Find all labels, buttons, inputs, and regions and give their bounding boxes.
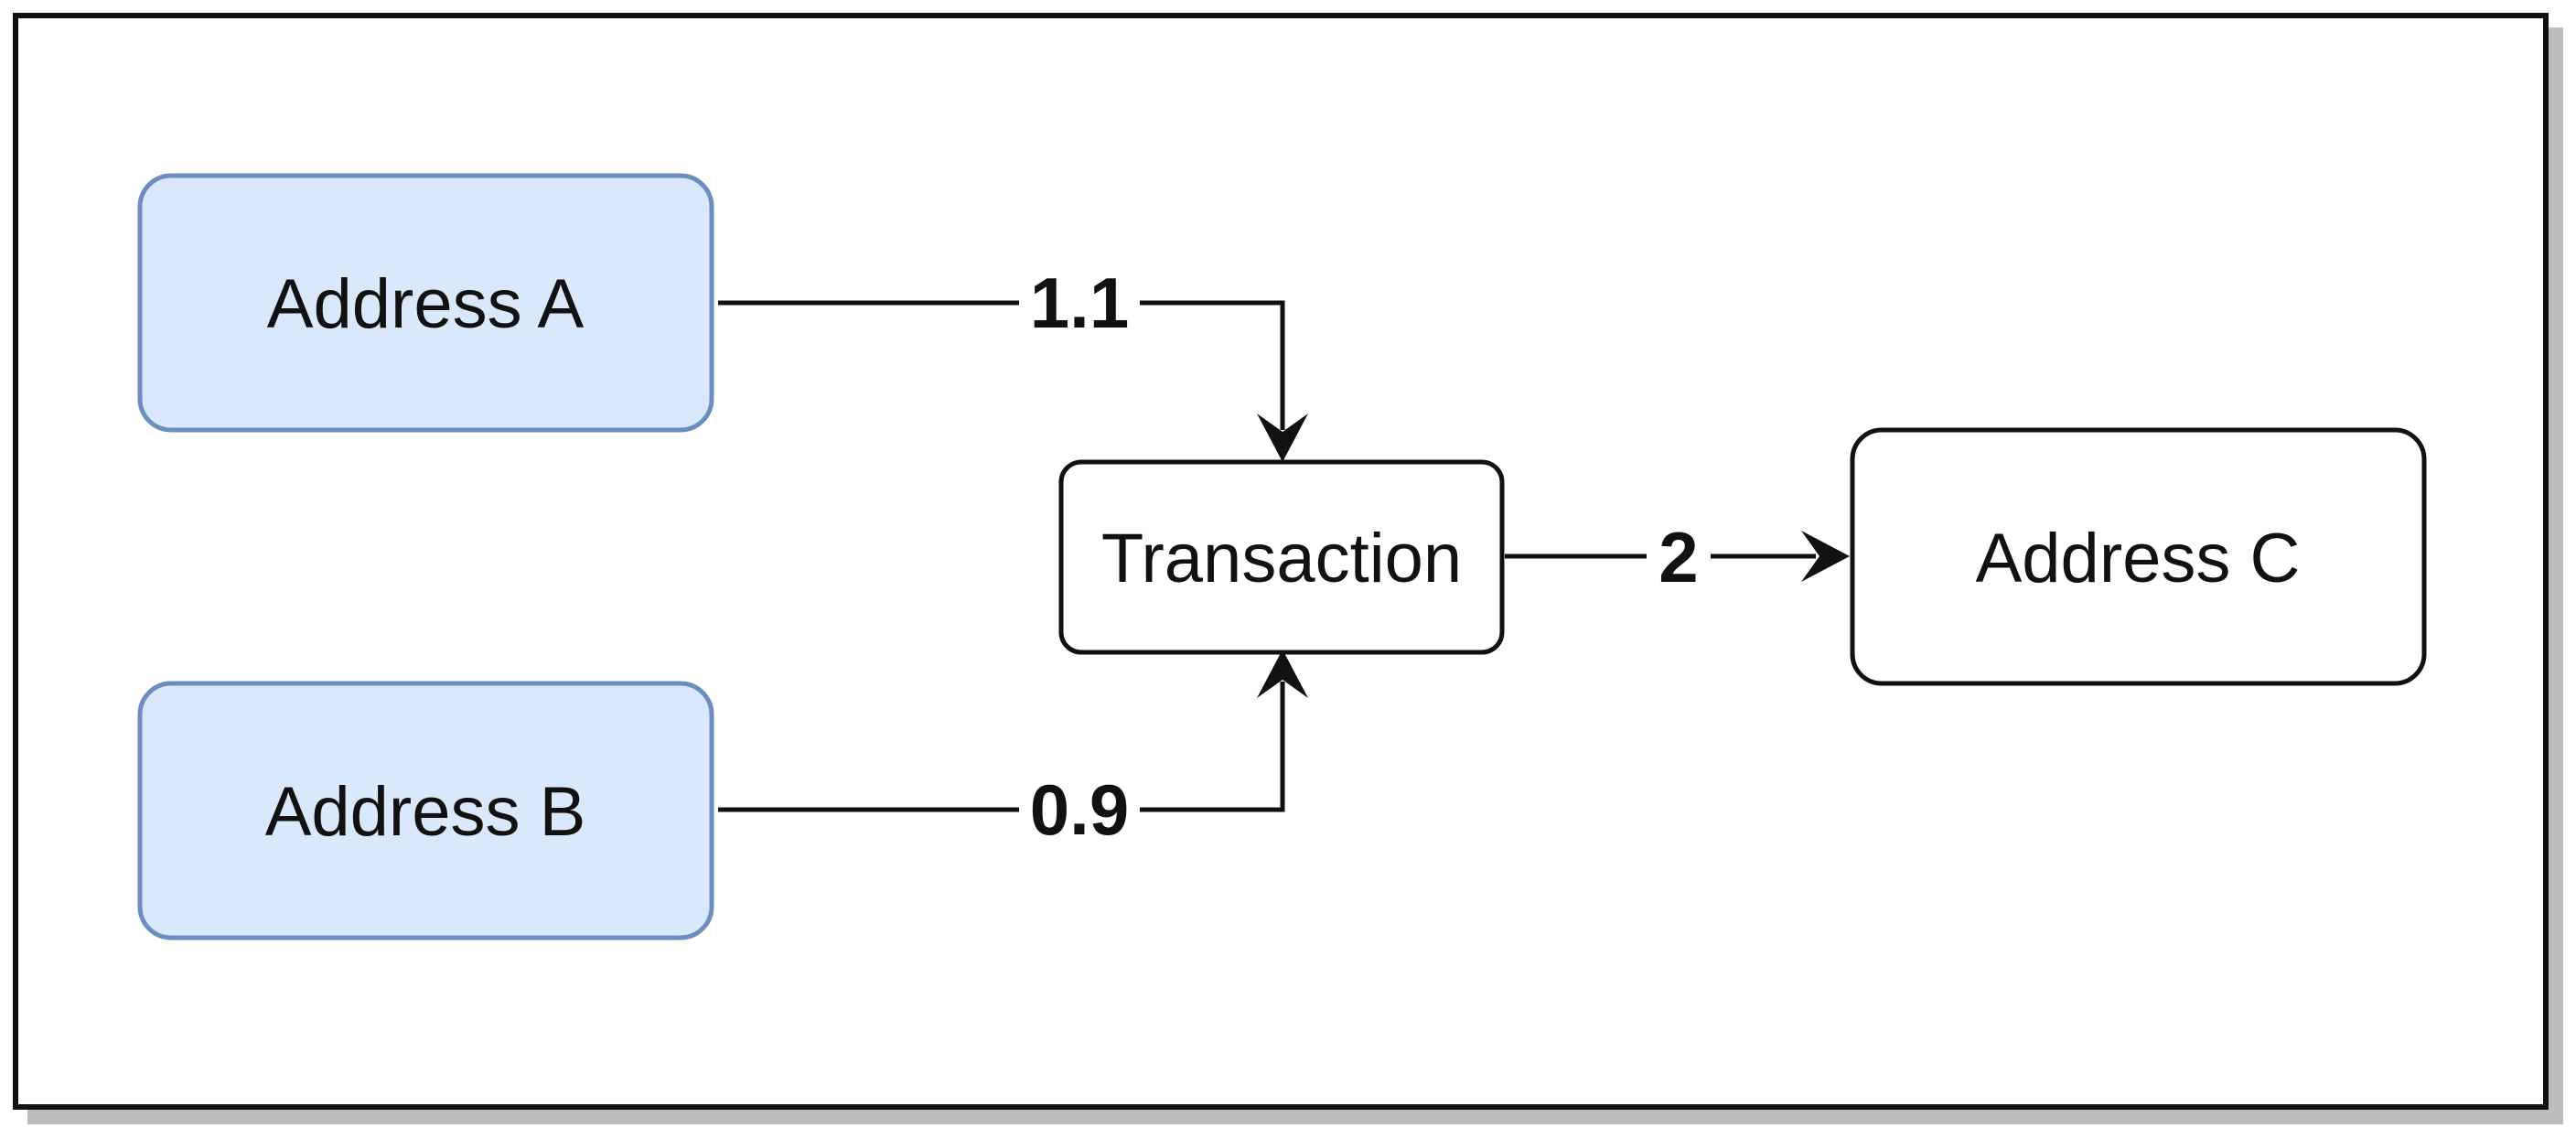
edge-label-b: 0.9 — [1030, 769, 1129, 850]
edge-label-bg-b — [1019, 763, 1140, 851]
node-address-c[interactable]: Address C — [1850, 427, 2427, 686]
node-transaction-box[interactable] — [1058, 459, 1505, 655]
node-address-b-box[interactable] — [137, 681, 714, 940]
arrowhead-right-icon — [1801, 531, 1850, 582]
edge-label-c: 2 — [1658, 517, 1698, 597]
node-address-b[interactable]: Address B — [137, 681, 714, 940]
edge-b-to-transaction: 0.9 — [718, 650, 1308, 851]
arrowhead-down-icon — [1257, 414, 1308, 462]
edge-a-to-transaction: 1.1 — [718, 256, 1308, 462]
edge-label-bg-c — [1647, 510, 1711, 598]
node-address-c-box[interactable] — [1850, 427, 2427, 686]
edge-transaction-to-c: 2 — [1505, 510, 1850, 598]
edge-label-bg-a — [1019, 256, 1140, 344]
edge-line-a — [718, 300, 1285, 430]
node-address-a-label: Address A — [267, 265, 585, 343]
node-address-a[interactable]: Address A — [137, 173, 714, 433]
node-transaction-label: Transaction — [1101, 520, 1462, 597]
node-transaction[interactable]: Transaction — [1058, 459, 1505, 655]
node-address-b-label: Address B — [265, 773, 586, 851]
node-address-c-label: Address C — [1976, 520, 2301, 597]
edge-label-a: 1.1 — [1030, 263, 1129, 343]
arrowhead-up-icon — [1257, 650, 1308, 698]
node-address-a-box[interactable] — [137, 173, 714, 433]
edge-line-b — [718, 682, 1285, 812]
